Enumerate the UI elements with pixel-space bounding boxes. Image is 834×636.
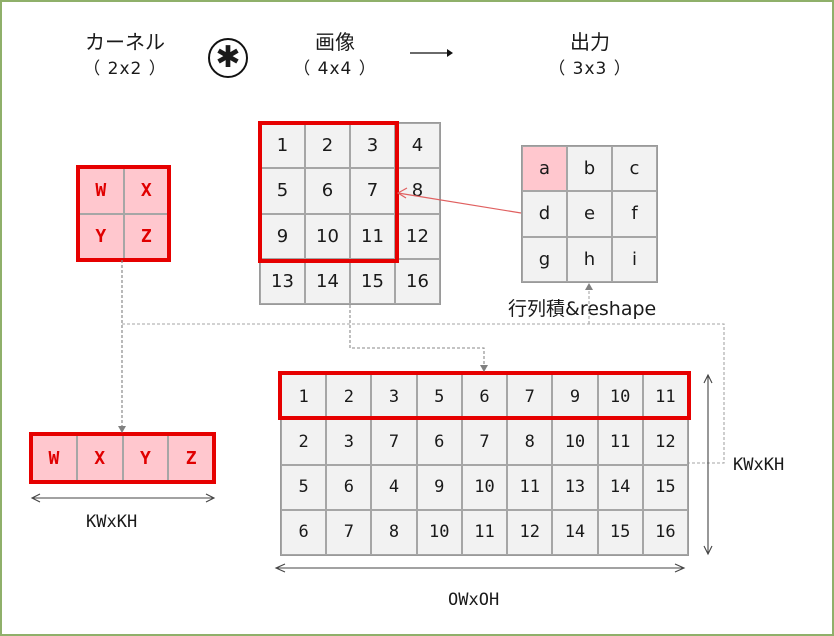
output-cell: e: [567, 191, 612, 237]
kernel-cell: W: [78, 167, 124, 214]
matrix-cell: 6: [326, 464, 372, 510]
matrix-cell: 9: [552, 374, 598, 420]
image-cell: 5: [260, 168, 305, 214]
image-cell: 8: [395, 168, 440, 214]
kernel-row: W X Y Z: [31, 434, 214, 482]
image-cell: 10: [305, 213, 350, 259]
image-title: 画像: [315, 30, 355, 54]
kernel-title: カーネル: [85, 30, 165, 54]
matrix-cell: 6: [461, 374, 508, 420]
matrix-cell: 11: [507, 464, 553, 510]
output-size: （ 3x3 ）: [548, 59, 632, 79]
output-cell: c: [612, 146, 657, 192]
matrix-cell: 10: [597, 374, 643, 420]
matrix-height-label: KWxKH: [733, 455, 785, 475]
matrix-cell: 8: [507, 419, 553, 465]
kernel-cell: Z: [123, 213, 169, 260]
kernel-row-cell: Z: [168, 434, 214, 482]
output-cell-highlighted: a: [522, 146, 567, 192]
matrix-cell: 13: [552, 464, 598, 510]
matrix-cell: 11: [642, 374, 688, 420]
image-cell: 15: [350, 258, 395, 304]
image-size: （ 4x4 ）: [293, 59, 377, 79]
matrix-cell: 2: [281, 419, 327, 465]
matrix-cell: 10: [461, 464, 508, 510]
output-cell: g: [522, 236, 567, 282]
output-grid: a b c d e f g h i: [521, 145, 658, 283]
image-cell: 3: [350, 123, 395, 169]
matrix-cell: 5: [416, 374, 462, 420]
matrix-cell: 7: [461, 419, 508, 465]
matrix-cell: 10: [416, 509, 462, 555]
image-cell: 7: [350, 168, 395, 214]
kernel-grid: W X Y Z: [78, 167, 169, 260]
matrix-cell: 2: [326, 374, 372, 420]
image-grid: 1 2 3 4 5 6 7 8 9 10 11 12 13 14 15 16: [259, 122, 441, 305]
matrix-cell: 8: [371, 509, 417, 555]
matrix-cell: 11: [461, 509, 508, 555]
matrix-cell: 12: [507, 509, 553, 555]
output-title: 出力: [570, 30, 610, 54]
matrix-cell: 3: [371, 374, 417, 420]
image-cell: 1: [260, 123, 305, 169]
matrix-cell: 10: [552, 419, 598, 465]
output-cell: h: [567, 236, 612, 282]
matrix-cell: 11: [597, 419, 643, 465]
matmul-reshape-label: 行列積&reshape: [508, 298, 657, 320]
image-cell: 2: [305, 123, 350, 169]
convolution-operator-icon: ✱: [208, 38, 248, 78]
output-cell: b: [567, 146, 612, 192]
matrix-cell: 15: [597, 509, 643, 555]
kernel-row-dim-label: KWxKH: [86, 512, 138, 532]
matrix-cell: 5: [281, 464, 327, 510]
image-cell: 9: [260, 213, 305, 259]
matrix-cell: 4: [371, 464, 417, 510]
matrix-cell: 7: [326, 509, 372, 555]
matrix-cell: 6: [281, 509, 327, 555]
image-cell: 11: [350, 213, 395, 259]
output-cell: d: [522, 191, 567, 237]
image-cell: 6: [305, 168, 350, 214]
image-cell: 4: [395, 123, 440, 169]
matrix-cell: 3: [326, 419, 372, 465]
kernel-row-cell: X: [76, 434, 123, 482]
kernel-cell: Y: [78, 213, 124, 260]
output-cell: f: [612, 191, 657, 237]
output-cell: i: [612, 236, 657, 282]
matrix-cell: 1: [281, 374, 327, 420]
kernel-row-cell: W: [31, 434, 77, 482]
matrix-cell: 6: [416, 419, 462, 465]
matrix-cell: 7: [507, 374, 553, 420]
image-cell: 14: [305, 258, 350, 304]
matrix-width-label: OWxOH: [448, 590, 500, 610]
matrix-cell: 12: [642, 419, 688, 465]
matrix-cell: 9: [416, 464, 462, 510]
im2col-matrix: 1 2 3 5 6 7 9 10 11 2 3 7 6 7 8 10 11 12…: [280, 373, 689, 556]
kernel-row-cell: Y: [122, 434, 169, 482]
image-cell: 12: [395, 213, 440, 259]
matrix-cell: 14: [597, 464, 643, 510]
matrix-cell: 14: [552, 509, 598, 555]
matrix-cell: 15: [642, 464, 688, 510]
kernel-size: （ 2x2 ）: [83, 59, 167, 79]
image-cell: 13: [260, 258, 305, 304]
matrix-cell: 7: [371, 419, 417, 465]
image-cell: 16: [395, 258, 440, 304]
matrix-cell: 16: [642, 509, 688, 555]
kernel-cell: X: [123, 167, 169, 214]
